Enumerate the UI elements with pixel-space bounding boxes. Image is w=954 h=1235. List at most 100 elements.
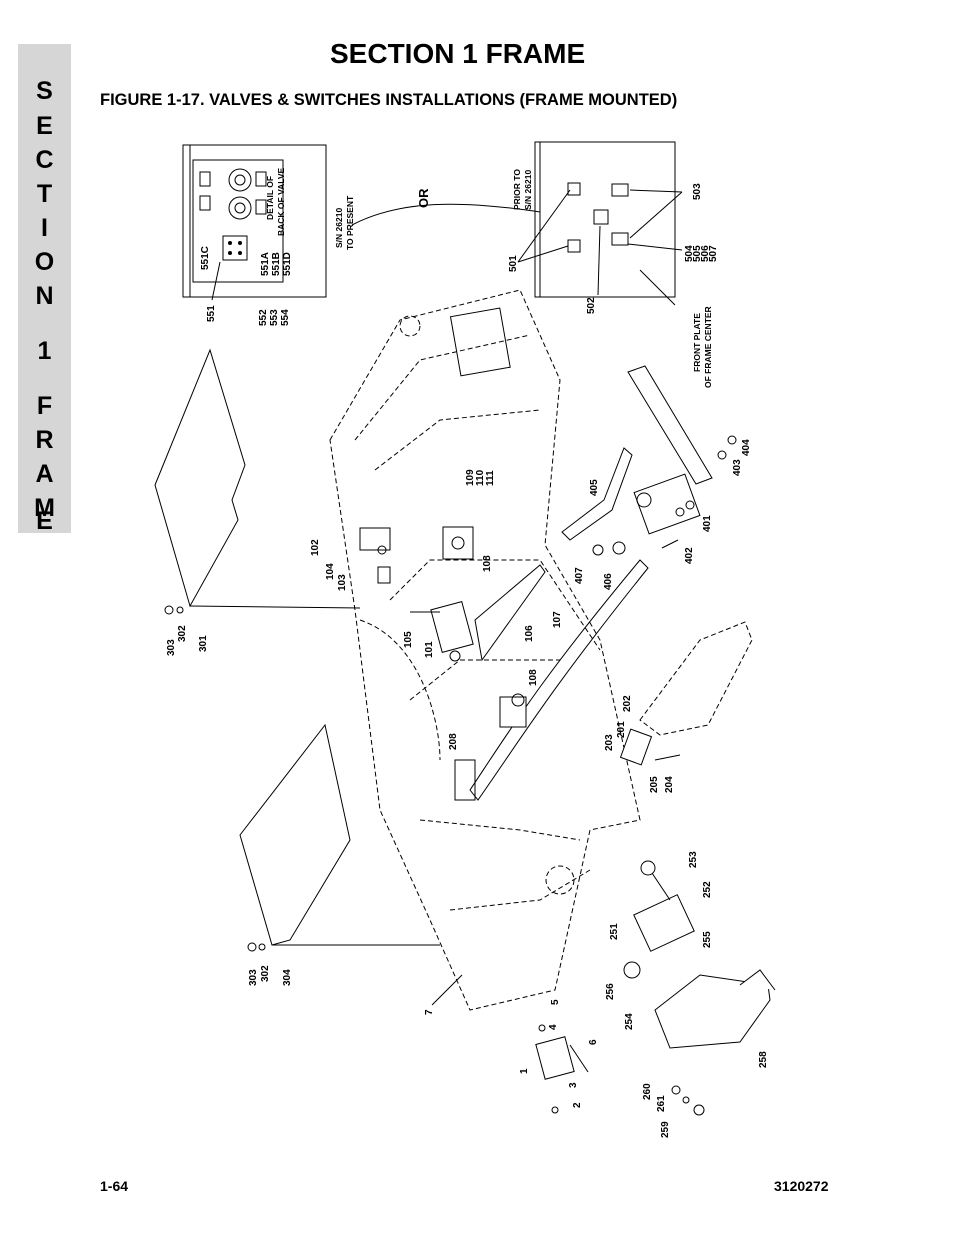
callout-label: 108 (528, 669, 539, 686)
callout-label: 407 (574, 567, 585, 584)
bracket-405 (561, 447, 633, 556)
callout-label: 201 (616, 721, 627, 738)
callout-label: 107 (552, 611, 563, 628)
side-tab-letter: 1 (37, 337, 52, 365)
valve-detail-box (182, 144, 327, 301)
callout-label: 302 (177, 625, 188, 642)
figure-caption: FIGURE 1-17. VALVES & SWITCHES INSTALLAT… (100, 91, 678, 109)
callout-label: 402 (684, 547, 695, 564)
callout-label: 406 (603, 573, 614, 590)
callout-label: 104 (325, 563, 336, 580)
hardware (164, 539, 705, 1116)
callout-label: 252 (702, 881, 713, 898)
valve-101 (430, 600, 474, 662)
callout-label: 551C (200, 246, 211, 270)
detail-caption: DETAIL OF (265, 176, 275, 220)
callout-label: 304 (282, 969, 293, 986)
page-title: SECTION 1 FRAME (330, 38, 586, 69)
callout-label: 106 (524, 625, 535, 642)
callout-label: 506 (700, 245, 711, 262)
side-tab-letter: A (35, 460, 54, 488)
callout-label: 502 (586, 297, 597, 314)
callout-label: 5 (550, 999, 561, 1005)
callout-label: 105 (403, 631, 414, 648)
frame-weldment (329, 289, 649, 1011)
callout-label: 253 (688, 851, 699, 868)
side-tab-letter: T (36, 180, 53, 208)
callout-label: 251 (609, 923, 620, 940)
side-tab-letter: R (35, 426, 54, 454)
switch-201 (619, 728, 653, 766)
callout-label: 551 (206, 305, 217, 322)
callout-label: 254 (624, 1013, 635, 1030)
side-tab-letter: S (36, 77, 53, 105)
callout-label: 403 (732, 459, 743, 476)
callout-label: 501 (508, 255, 519, 272)
callout-label: 3 (568, 1082, 579, 1088)
side-tab-letter: O (34, 248, 55, 276)
or-label: OR (416, 188, 431, 208)
callout-label: 303 (166, 639, 177, 656)
mount-plate (627, 365, 737, 485)
side-tab-letter: M (34, 494, 55, 522)
callout-label: 111 (485, 470, 496, 486)
cover-258 (654, 969, 776, 1049)
callout-label: 552 (258, 309, 269, 326)
callout-label: 255 (702, 931, 713, 948)
callout-label: 103 (337, 574, 348, 591)
serial-note: TO PRESENT (345, 195, 355, 250)
callout-label: 503 (692, 183, 703, 200)
guard-bracket (639, 621, 753, 736)
callout-label: 205 (649, 776, 660, 793)
serial-note: S/N 26210 (334, 208, 344, 248)
callout-label: 204 (664, 776, 675, 793)
callout-label: 405 (589, 479, 600, 496)
side-tab-letter: F (36, 392, 53, 420)
callout-label: 401 (702, 515, 713, 532)
callout-label: 261 (656, 1095, 667, 1112)
valve-108-top (442, 526, 474, 560)
callout-label: 301 (198, 635, 209, 652)
callout-label: 102 (310, 539, 321, 556)
switch-102 (359, 527, 391, 584)
switch-detail-box (517, 141, 683, 306)
side-tab-letter: N (35, 282, 54, 310)
callout-label: 551B (271, 252, 282, 276)
page-number: 1-64 (100, 1178, 129, 1194)
callout-label: 554 (280, 309, 291, 326)
callout-label: 553 (269, 309, 280, 326)
switch-401 (633, 473, 701, 535)
callout-label: 507 (708, 245, 719, 262)
callout-label: 303 (248, 969, 259, 986)
callout-label: 302 (260, 965, 271, 982)
bottom-cover-plate (239, 723, 351, 946)
callout-label: 1 (519, 1068, 530, 1074)
callout-label: 203 (604, 734, 615, 751)
document-number: 3120272 (774, 1178, 829, 1194)
callout-label: 505 (692, 245, 703, 262)
switch-1 (535, 1036, 589, 1080)
top-cover-plate (154, 348, 246, 608)
serial-note: S/N 26210 (523, 170, 533, 210)
callout-label: 258 (758, 1051, 769, 1068)
detail-caption: BACK OF VALVE (276, 168, 286, 236)
side-tab-letter: I (41, 214, 48, 242)
side-tab-letter: E (36, 112, 53, 140)
callout-label: 504 (684, 245, 695, 262)
callout-label: 4 (548, 1024, 559, 1030)
plate-note: OF FRAME CENTER (703, 306, 713, 388)
plate-note: FRONT PLATE (692, 313, 702, 372)
callout-label: 108 (482, 555, 493, 572)
serial-note: PRIOR TO (512, 169, 522, 210)
callout-label: 110 (475, 469, 486, 486)
callout-label: 259 (660, 1121, 671, 1138)
callout-label: 256 (605, 983, 616, 1000)
callout-label: 551D (282, 252, 293, 276)
switch-251 (623, 860, 695, 979)
callout-label: 551A (260, 252, 271, 276)
callout-label: 2 (572, 1102, 583, 1108)
section-side-tab: S E C T I O N 1 F R A M (18, 44, 71, 533)
callout-label: 208 (448, 733, 459, 750)
callout-label: 7 (424, 1009, 435, 1015)
